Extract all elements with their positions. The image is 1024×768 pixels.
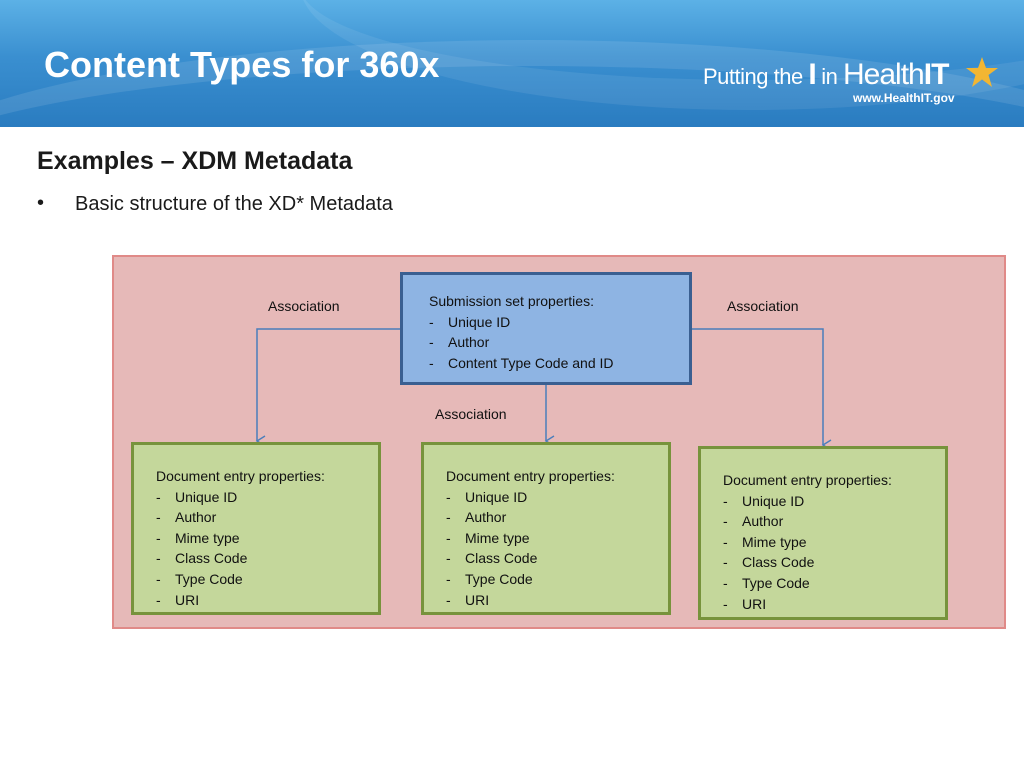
property-label: Mime type bbox=[465, 529, 530, 546]
property-label: Unique ID bbox=[742, 492, 805, 509]
property-label: Author bbox=[742, 513, 784, 530]
document-entry-property: -Unique ID bbox=[446, 487, 668, 508]
submission-set-property: -Unique ID bbox=[429, 312, 689, 333]
list-dash: - bbox=[723, 554, 728, 571]
logo-word-i: I bbox=[808, 58, 816, 91]
healthit-logo: Putting the I in HealthIT www.HealthIT.g… bbox=[703, 52, 1003, 112]
list-dash: - bbox=[429, 313, 434, 330]
document-entry-property: -Class Code bbox=[156, 548, 378, 569]
property-label: Unique ID bbox=[448, 313, 511, 330]
document-entry-box-2: Document entry properties: -Unique ID -A… bbox=[421, 442, 671, 615]
property-label: Class Code bbox=[742, 554, 815, 571]
property-label: URI bbox=[175, 591, 200, 608]
logo-wordmark: Putting the I in HealthIT bbox=[703, 58, 950, 95]
list-dash: - bbox=[156, 509, 161, 526]
logo-url: www.HealthIT.gov bbox=[853, 91, 955, 105]
association-label-left: Association bbox=[268, 298, 340, 314]
property-label: Unique ID bbox=[175, 488, 238, 505]
property-label: Unique ID bbox=[465, 488, 528, 505]
document-entry-property: -Unique ID bbox=[156, 487, 378, 508]
list-dash: - bbox=[446, 529, 451, 546]
list-dash: - bbox=[446, 570, 451, 587]
document-entry-property: -Author bbox=[723, 511, 945, 532]
property-label: Author bbox=[175, 509, 217, 526]
property-label: Mime type bbox=[175, 529, 240, 546]
list-dash: - bbox=[156, 591, 161, 608]
document-entry-property: -URI bbox=[156, 590, 378, 611]
list-dash: - bbox=[723, 595, 728, 612]
list-dash: - bbox=[446, 591, 451, 608]
list-dash: - bbox=[446, 488, 451, 505]
list-dash: - bbox=[429, 354, 434, 371]
property-label: Author bbox=[465, 509, 507, 526]
document-entry-property: -Class Code bbox=[446, 548, 668, 569]
property-label: Class Code bbox=[465, 550, 538, 567]
list-dash: - bbox=[723, 533, 728, 550]
logo-word-in: in bbox=[815, 64, 844, 89]
document-entry-property: -Author bbox=[446, 507, 668, 528]
connector-left bbox=[255, 328, 400, 447]
document-entry-property: -Mime type bbox=[156, 528, 378, 549]
list-dash: - bbox=[156, 570, 161, 587]
bullet-text: Basic structure of the XD* Metadata bbox=[75, 193, 393, 215]
property-label: Author bbox=[448, 334, 490, 351]
document-entry-heading: Document entry properties: bbox=[723, 472, 892, 488]
document-entry-property: -Author bbox=[156, 507, 378, 528]
property-label: Class Code bbox=[175, 550, 248, 567]
list-dash: - bbox=[723, 492, 728, 509]
property-label: URI bbox=[465, 591, 490, 608]
document-entry-property: -Type Code bbox=[446, 569, 668, 590]
slide-title: Content Types for 360x bbox=[44, 44, 440, 85]
list-dash: - bbox=[156, 550, 161, 567]
document-entry-property: -URI bbox=[446, 590, 668, 611]
submission-set-property: -Author bbox=[429, 332, 689, 353]
document-entry-properties: -Unique ID -Author -Mime type -Class Cod… bbox=[156, 487, 378, 611]
list-dash: - bbox=[156, 488, 161, 505]
list-dash: - bbox=[446, 550, 451, 567]
list-dash: - bbox=[723, 574, 728, 591]
document-entry-property: -Class Code bbox=[723, 552, 945, 573]
logo-word-putting-the: Putting the bbox=[703, 64, 809, 89]
property-label: URI bbox=[742, 595, 767, 612]
slide-subtitle: Examples – XDM Metadata bbox=[37, 147, 353, 175]
document-entry-property: -Type Code bbox=[156, 569, 378, 590]
document-entry-box-3: Document entry properties: -Unique ID -A… bbox=[698, 446, 948, 620]
submission-set-heading: Submission set properties: bbox=[429, 293, 594, 309]
property-label: Type Code bbox=[742, 574, 810, 591]
property-label: Type Code bbox=[465, 570, 533, 587]
submission-set-properties: -Unique ID -Author -Content Type Code an… bbox=[429, 312, 689, 374]
property-label: Content Type Code and ID bbox=[448, 354, 614, 371]
document-entry-property: -Mime type bbox=[723, 532, 945, 553]
document-entry-property: -URI bbox=[723, 594, 945, 615]
star-icon bbox=[966, 57, 998, 87]
slide-header: Content Types for 360x Putting the I in … bbox=[0, 0, 1024, 127]
document-entry-heading: Document entry properties: bbox=[446, 468, 615, 484]
submission-set-property: -Content Type Code and ID bbox=[429, 353, 689, 374]
logo-word-health: Health bbox=[843, 58, 925, 91]
property-label: Mime type bbox=[742, 533, 807, 550]
association-label-right: Association bbox=[727, 298, 799, 314]
document-entry-property: -Mime type bbox=[446, 528, 668, 549]
submission-set-box: Submission set properties: -Unique ID -A… bbox=[400, 272, 692, 385]
association-label-center: Association bbox=[435, 406, 507, 422]
document-entry-property: -Type Code bbox=[723, 573, 945, 594]
list-dash: - bbox=[156, 529, 161, 546]
connector-right bbox=[692, 328, 832, 451]
document-entry-properties: -Unique ID -Author -Mime type -Class Cod… bbox=[446, 487, 668, 611]
document-entry-heading: Document entry properties: bbox=[156, 468, 325, 484]
document-entry-properties: -Unique ID -Author -Mime type -Class Cod… bbox=[723, 491, 945, 615]
document-entry-property: -Unique ID bbox=[723, 491, 945, 512]
list-dash: - bbox=[429, 334, 434, 351]
list-dash: - bbox=[723, 513, 728, 530]
document-entry-box-1: Document entry properties: -Unique ID -A… bbox=[131, 442, 381, 615]
property-label: Type Code bbox=[175, 570, 243, 587]
bullet-marker: • bbox=[37, 192, 45, 214]
logo-word-it: IT bbox=[923, 58, 950, 91]
list-dash: - bbox=[446, 509, 451, 526]
